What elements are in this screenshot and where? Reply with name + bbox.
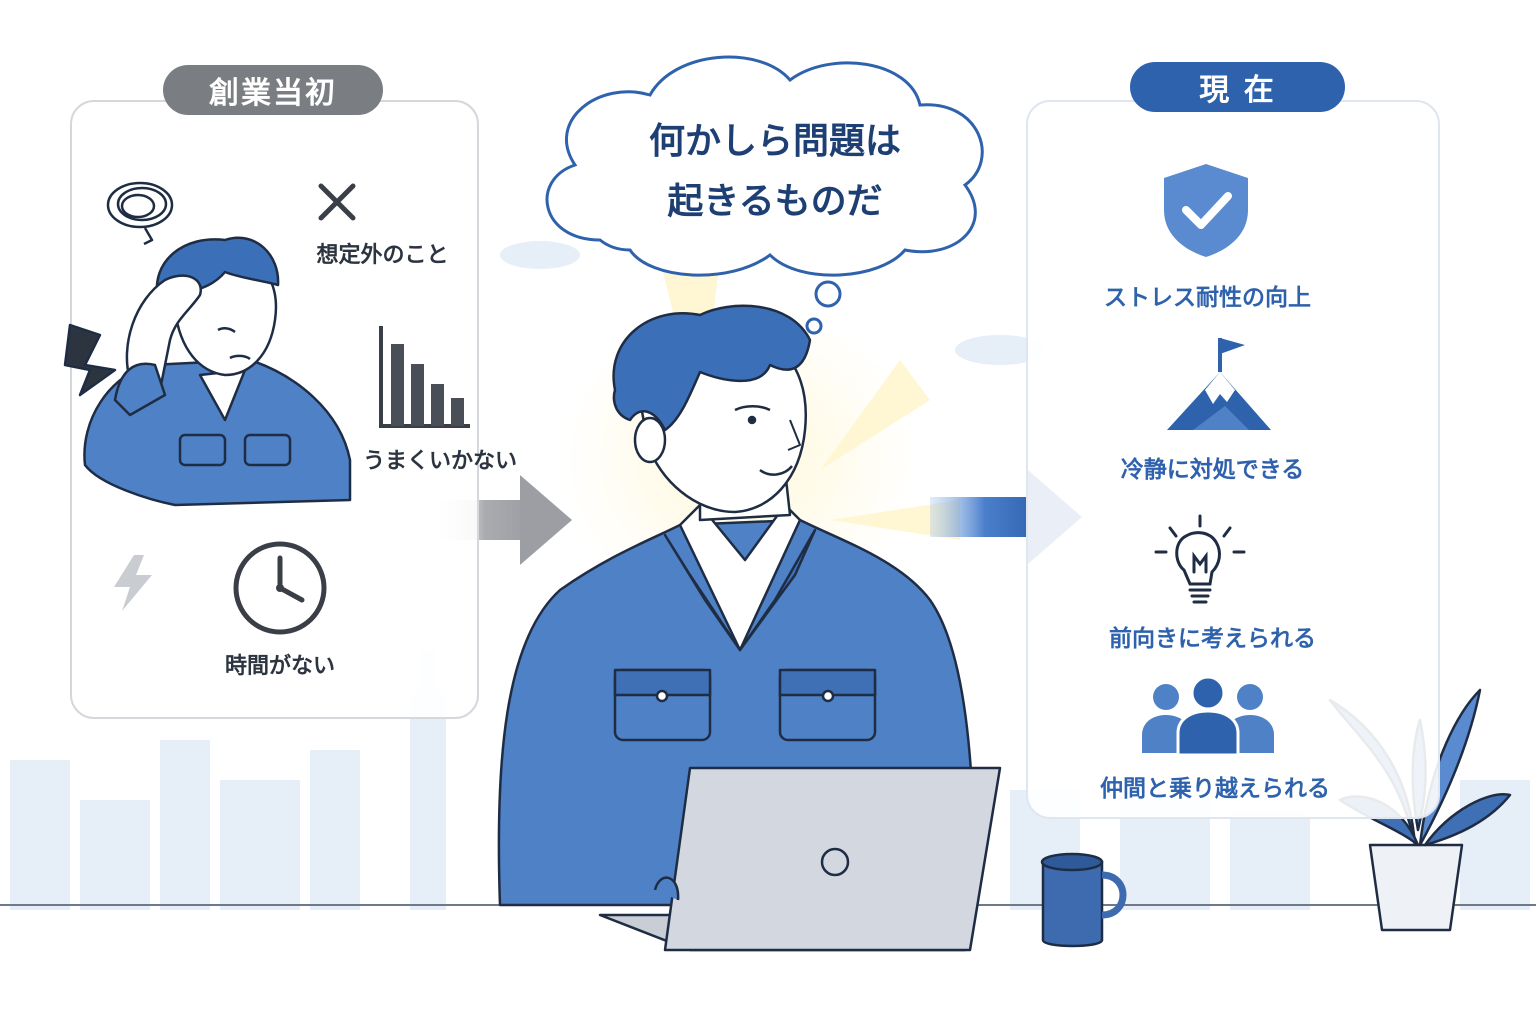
thought-text: 何かしら問題は 起きるものだ — [575, 112, 975, 232]
after-item-label: 仲間と乗り越えられる — [1100, 776, 1330, 802]
before-title: 創業当初 — [163, 65, 383, 115]
lightbulb-icon — [1154, 514, 1246, 604]
before-item-label: 時間がない — [224, 654, 335, 679]
coffee-mug — [1040, 852, 1127, 948]
thought-line-1: 何かしら問題は — [648, 121, 901, 162]
before-item-label: うまくいかない — [362, 449, 517, 474]
thought-line-2: 起きるものだ — [667, 181, 883, 222]
shield-check-icon — [1164, 164, 1248, 257]
laptop — [598, 766, 1002, 952]
stressed-person-illustration — [63, 181, 352, 507]
after-title: 現 在 — [1130, 62, 1345, 112]
after-item-label: ストレス耐性の向上 — [1104, 285, 1311, 311]
lightning-bolt-icon — [63, 323, 117, 397]
team-icon — [1142, 675, 1274, 755]
mountain-flag-icon — [1167, 338, 1271, 430]
cloud-decoration — [500, 241, 1045, 365]
x-mark-icon — [318, 183, 356, 221]
lightning-bolt-icon — [114, 555, 152, 611]
before-item-label: 想定外のこと — [316, 243, 449, 268]
declining-bar-chart-icon — [379, 326, 470, 428]
thought-bubble — [545, 55, 984, 335]
after-item-label: 前向きに考えられる — [1109, 626, 1316, 652]
clock-icon — [233, 541, 327, 635]
stress-scribble-icon — [106, 181, 174, 246]
after-item-label: 冷静に対処できる — [1120, 457, 1305, 483]
